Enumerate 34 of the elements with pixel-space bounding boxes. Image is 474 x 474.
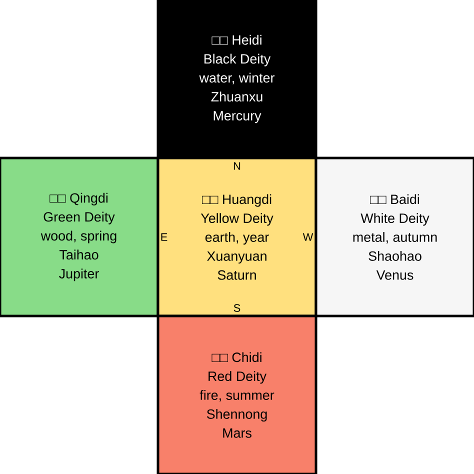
deity-box [156,0,318,160]
deity-text: Zhuanxu [211,92,262,102]
direction-letter: W [302,233,314,241]
deity-text: Saturn [218,270,256,280]
deity-box [0,156,160,318]
deity-text: Green Deity [44,212,115,224]
deity-text: □□ Huangdi [202,194,272,207]
deity-text: fire, summer [200,390,274,402]
deity-text: Shennong [206,409,267,422]
deity-text: Shaohao [368,250,422,261]
deity-box [156,156,318,318]
deity-box [314,156,474,318]
deity-text: Mars [223,428,252,438]
deity-text: Mercury [214,111,262,124]
deity-text: □□ Chidi [212,352,262,362]
direction-letter: S [234,304,240,312]
deity-text: wood, spring [40,230,116,244]
direction-letter: E [161,233,168,241]
deity-text: water, winter [199,72,274,84]
deity-box [156,314,318,474]
deity-text: Venus [376,270,414,280]
deity-text: □□ Qingdi [50,192,108,206]
deity-text: Taihao [59,250,98,260]
deity-text: Jupiter [59,268,99,282]
deity-text: Black Deity [204,54,271,66]
deity-text: Yellow Deity [200,213,274,226]
deity-text: Red Deity [208,371,266,384]
deity-text: White Deity [360,213,430,226]
deity-text: earth, year [205,232,269,245]
deity-text: □□ Baidi [370,194,420,204]
deity-text: □□ Heidi [212,34,262,45]
deity-text: Xuanyuan [207,251,266,264]
direction-letter: N [234,162,240,170]
deity-text: metal, autumn [353,232,437,244]
